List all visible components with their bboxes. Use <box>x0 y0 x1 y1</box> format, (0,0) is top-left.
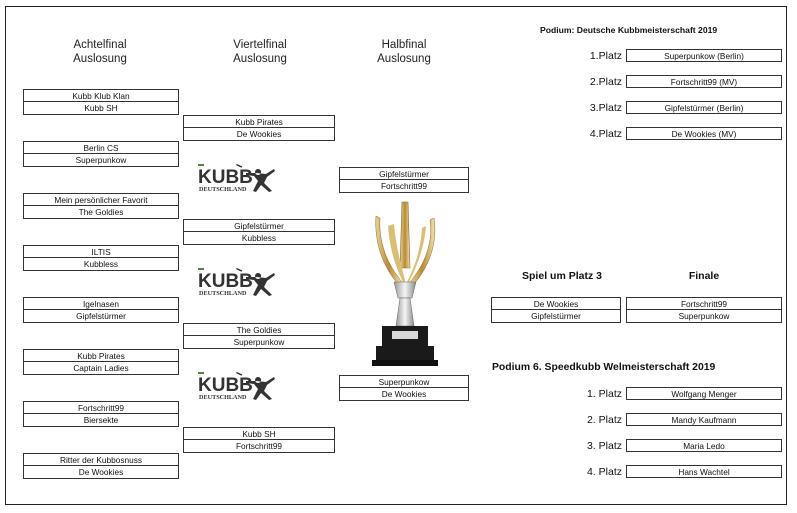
achtelfinal-team: Mein persönlicher Favorit <box>23 193 179 206</box>
podium-speed-place-label: 2. Platz <box>586 414 622 426</box>
logo-sub-text: DEUTSCHLAND <box>199 290 247 297</box>
logo-sub-text: DEUTSCHLAND <box>199 394 247 401</box>
viertelfinal-team: Gipfelstürmer <box>183 219 335 232</box>
header-halbfinal-line2: Auslosung <box>377 53 431 65</box>
platz3-team: De Wookies <box>491 297 621 310</box>
achtelfinal-team: Berlin CS <box>23 141 179 154</box>
finale-team: Fortschritt99 <box>626 297 782 310</box>
viertelfinal-team: Superpunkow <box>183 336 335 349</box>
achtelfinal-team: Fortschritt99 <box>23 401 179 414</box>
header-halbfinal-line1: Halbfinal <box>381 39 427 51</box>
viertelfinal-team: Kubb SH <box>183 427 335 440</box>
header-viertelfinal-line1: Viertelfinal <box>233 39 287 51</box>
achtelfinal-team: Kubb SH <box>23 102 179 115</box>
viertelfinal-team: Kubbless <box>183 232 335 245</box>
viertelfinal-team: The Goldies <box>183 323 335 336</box>
kubb-player-icon <box>246 273 275 296</box>
podium-dm-place-label: 3.Platz <box>589 102 622 114</box>
header-viertelfinal: Viertelfinal Auslosung <box>200 38 320 66</box>
achtelfinal-team: Kubbless <box>23 258 179 271</box>
halbfinal-team: Superpunkow <box>339 375 469 388</box>
podium-dm-place-label: 2.Platz <box>589 76 622 88</box>
kubb-stick-icon <box>236 371 243 376</box>
logo-main-text: KUBB <box>198 375 253 396</box>
podium-dm-team: Superpunkow (Berlin) <box>626 49 782 62</box>
achtelfinal-team: ILTIS <box>23 245 179 258</box>
achtelfinal-team: De Wookies <box>23 466 179 479</box>
header-viertelfinal-line2: Auslosung <box>233 53 287 65</box>
header-achtelfinal: Achtelfinal Auslosung <box>40 38 160 66</box>
kubb-stick-icon <box>236 267 243 272</box>
logo-main-text: KUBB <box>198 271 253 292</box>
kubb-player-icon <box>246 377 275 400</box>
achtelfinal-team: Igelnasen <box>23 297 179 310</box>
viertelfinal-team: Kubb Pirates <box>183 115 335 128</box>
halbfinal-team: Fortschritt99 <box>339 180 469 193</box>
podium-speed-title: Podium 6. Speedkubb Welmeisterschaft 201… <box>492 362 716 373</box>
podium-speed-team: Wolfgang Menger <box>626 387 782 400</box>
achtelfinal-team: Biersekte <box>23 414 179 427</box>
podium-dm-team: Gipfelstürmer (Berlin) <box>626 101 782 114</box>
halbfinal-team: Gipfelstürmer <box>339 167 469 180</box>
achtelfinal-team: Captain Ladies <box>23 362 179 375</box>
podium-speed-place-label: 3. Platz <box>586 440 622 452</box>
achtelfinal-team: Kubb Pirates <box>23 349 179 362</box>
achtelfinal-team: Ritter der Kubbosnuss <box>23 453 179 466</box>
achtelfinal-team: The Goldies <box>23 206 179 219</box>
podium-dm-place-label: 4.Platz <box>589 128 622 140</box>
podium-speed-place-label: 1. Platz <box>586 388 622 400</box>
halbfinal-team: De Wookies <box>339 388 469 401</box>
header-achtelfinal-line1: Achtelfinal <box>73 39 127 51</box>
logo-sub-text: DEUTSCHLAND <box>199 186 247 193</box>
platz3-team: Gipfelstürmer <box>491 310 621 323</box>
podium-speed-team: Hans Wachtel <box>626 465 782 478</box>
viertelfinal-team: Fortschritt99 <box>183 440 335 453</box>
achtelfinal-team: Superpunkow <box>23 154 179 167</box>
flag-icon <box>198 164 204 166</box>
podium-dm-place-label: 1.Platz <box>589 50 622 62</box>
podium-dm-team: De Wookies (MV) <box>626 127 782 140</box>
achtelfinal-team: Gipfelstürmer <box>23 310 179 323</box>
achtelfinal-team: Kubb Klub Klan <box>23 89 179 102</box>
finale-team: Superpunkow <box>626 310 782 323</box>
page-frame <box>5 6 787 505</box>
finale-title: Finale <box>688 270 720 282</box>
kubb-stick-icon <box>236 163 243 168</box>
kubb-player-icon <box>246 169 275 192</box>
header-halbfinal: Halbfinal Auslosung <box>344 38 464 66</box>
podium-speed-team: Maria Ledo <box>626 439 782 452</box>
logo-main-text: KUBB <box>198 167 253 188</box>
podium-dm-title: Podium: Deutsche Kubbmeisterschaft 2019 <box>540 25 718 35</box>
podium-speed-team: Mandy Kaufmann <box>626 413 782 426</box>
flag-icon <box>198 372 204 374</box>
header-achtelfinal-line2: Auslosung <box>73 53 127 65</box>
podium-speed-place-label: 4. Platz <box>586 466 622 478</box>
flag-icon <box>198 268 204 270</box>
podium-dm-team: Fortschritt99 (MV) <box>626 75 782 88</box>
trophy-image <box>372 201 438 366</box>
viertelfinal-team: De Wookies <box>183 128 335 141</box>
platz3-title: Spiel um Platz 3 <box>522 270 602 282</box>
